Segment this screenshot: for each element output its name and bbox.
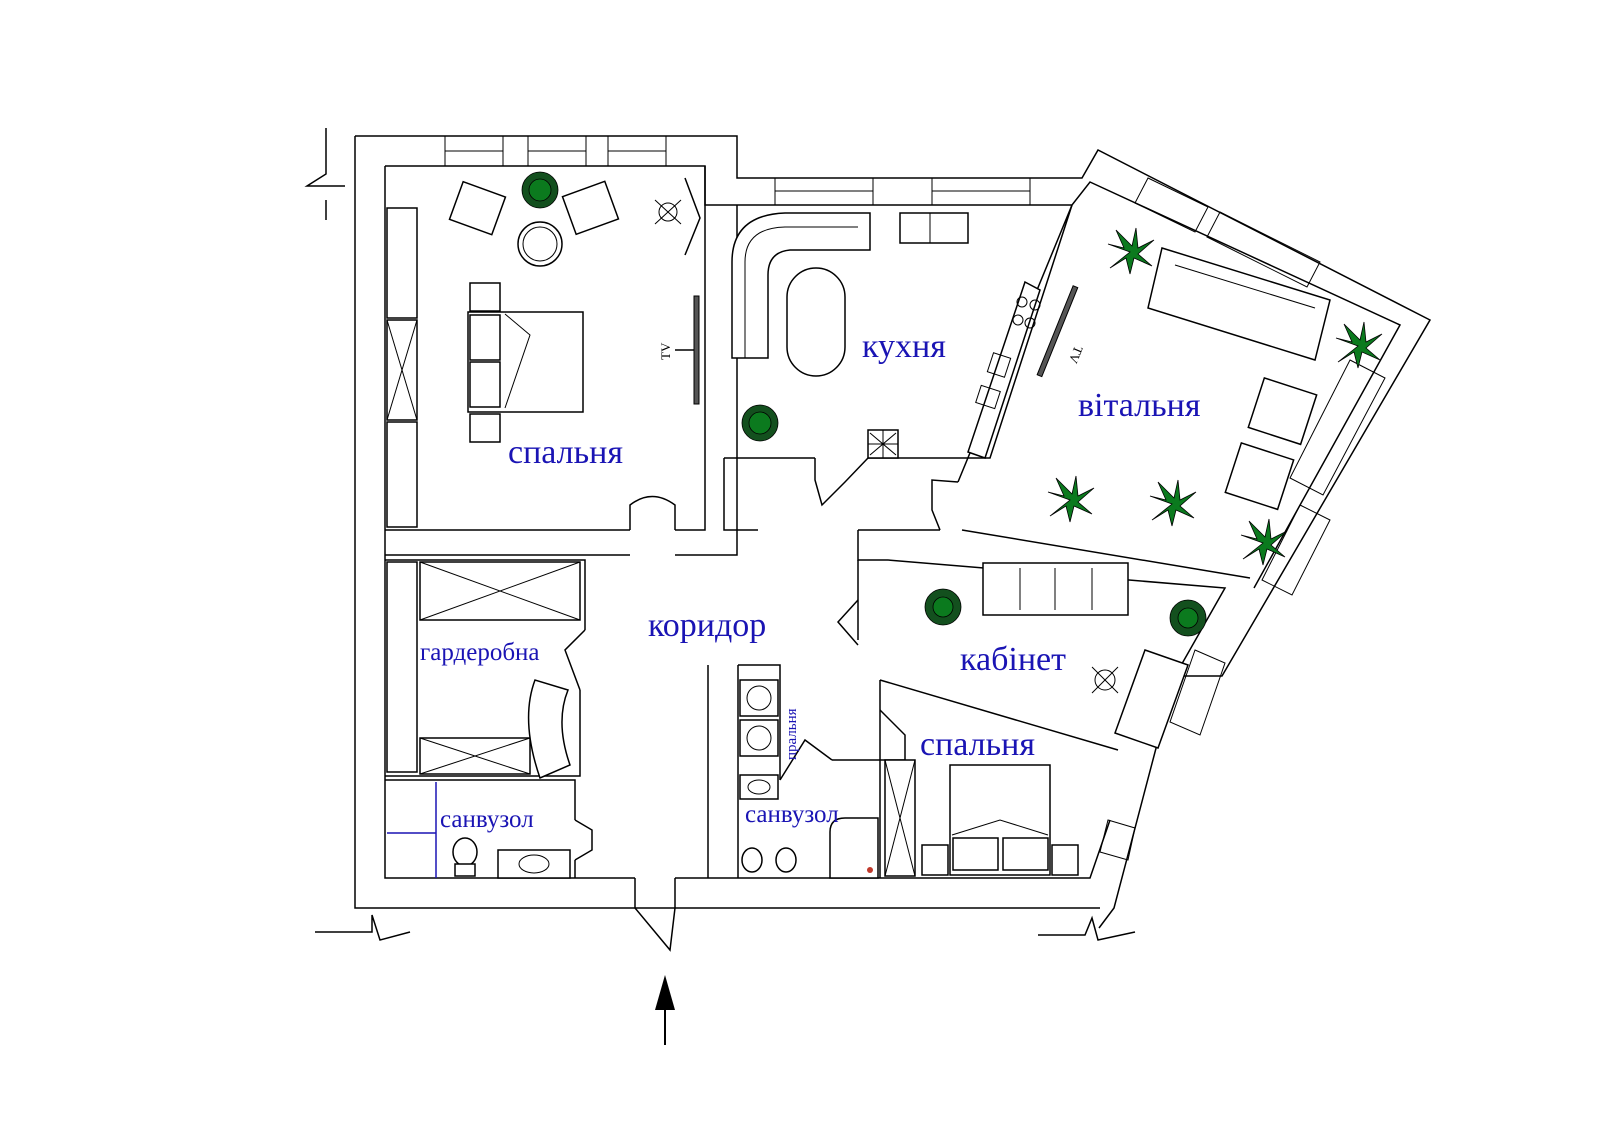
bidet [775, 847, 797, 873]
armchair [448, 180, 507, 236]
nightstand [469, 282, 501, 312]
toilet [741, 847, 763, 873]
plant-icon [1335, 321, 1383, 369]
wardrobe-furniture [386, 561, 581, 780]
armchair [1224, 441, 1295, 511]
washer [739, 679, 779, 717]
label-corridor: коридор [648, 607, 766, 644]
plant-icon [1107, 227, 1155, 275]
plant-icon [521, 171, 559, 209]
oval-table [786, 267, 846, 377]
desk [1114, 649, 1189, 749]
bedroom-main-furniture [386, 177, 701, 528]
shower [829, 817, 879, 879]
plant-icon [1149, 479, 1197, 527]
sofa [1147, 247, 1331, 361]
label-bedroom-second: спальня [920, 726, 1035, 763]
label-laundry: пральня [784, 708, 800, 760]
armchair [561, 180, 620, 236]
round-table [517, 221, 563, 267]
armchair [1247, 376, 1318, 446]
plant-icon [741, 404, 779, 442]
bathroom-left-furniture [387, 782, 571, 879]
bedroom-second-furniture [884, 759, 1079, 877]
nightstand [1051, 844, 1079, 876]
label-office: кабінет [960, 641, 1066, 678]
label-bathroom-left: санвузол [440, 806, 534, 833]
plant-icon [1169, 599, 1207, 637]
dryer [739, 719, 779, 757]
plant-icon [924, 588, 962, 626]
label-bedroom-main: спальня [508, 434, 623, 471]
nightstand [921, 844, 949, 876]
label-bathroom-mid: санвузол [745, 801, 839, 828]
plant-icon [1240, 518, 1288, 566]
label-tv-bedroom: TV [658, 342, 673, 360]
office-furniture [982, 562, 1189, 749]
office-chair-icon [654, 199, 682, 225]
office-chair-icon [1091, 666, 1119, 694]
label-living: вітальня [1078, 387, 1201, 424]
corner-sofa [731, 212, 871, 359]
plants [521, 171, 1383, 637]
label-kitchen: кухня [862, 328, 946, 365]
bathroom-mid-furniture [739, 679, 879, 879]
nightstand [469, 413, 501, 443]
washbasin [497, 849, 571, 879]
plant-icon [1047, 475, 1095, 523]
living-furniture [1036, 247, 1331, 511]
kitchen-furniture [731, 212, 1041, 459]
stove-icon [1012, 296, 1041, 329]
toilet [452, 837, 478, 867]
label-tv-living: TV [1065, 344, 1086, 366]
arrow-up-icon [655, 975, 675, 1045]
label-wardrobe: гардеробна [420, 639, 540, 666]
doors [564, 457, 959, 952]
